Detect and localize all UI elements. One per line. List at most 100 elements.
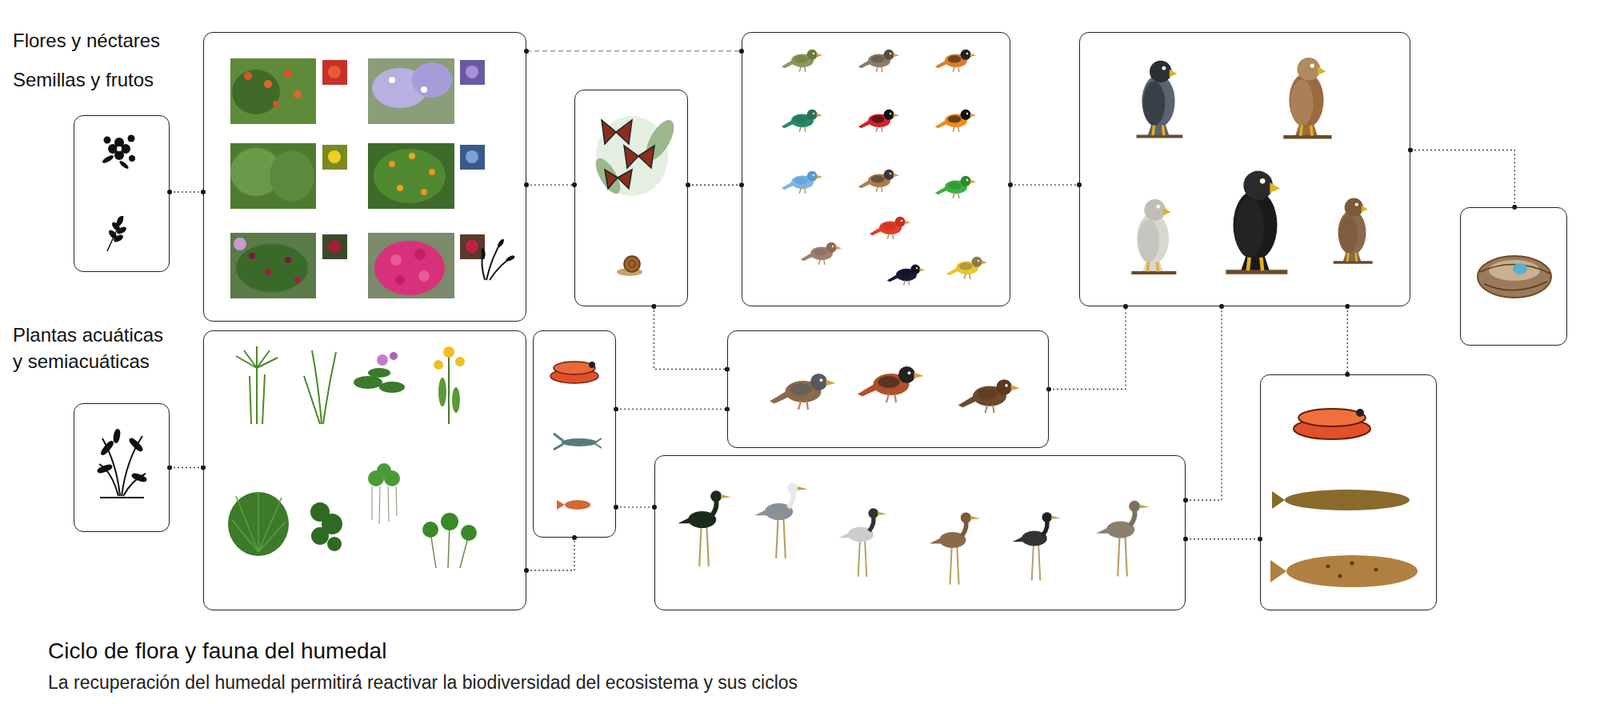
- art-ellipse: [1477, 256, 1552, 298]
- art-ellipse: [118, 160, 130, 171]
- art-rect: [230, 143, 316, 209]
- art-ellipse: [236, 244, 308, 292]
- picture-panel: [1079, 32, 1411, 307]
- art-circle: [443, 346, 455, 358]
- art-ellipse: [1284, 489, 1410, 511]
- art-circle: [465, 150, 479, 164]
- small-birds: [781, 49, 988, 286]
- picture-panel: [654, 455, 1186, 611]
- art-use: [1333, 198, 1373, 264]
- picture-panel: [741, 32, 1011, 307]
- art-circle: [108, 144, 118, 154]
- art-use: [935, 176, 976, 199]
- art-line: [258, 497, 282, 552]
- art-polygon: [1270, 560, 1287, 583]
- art-g: [232, 492, 286, 552]
- art-circle: [116, 146, 122, 152]
- art-circle: [395, 275, 405, 285]
- art-rect: [230, 58, 316, 124]
- art-use: [935, 109, 976, 132]
- art-use: [781, 109, 823, 132]
- diagram-caption: La recuperación del humedal permitirá re…: [48, 672, 798, 695]
- art-line: [262, 374, 265, 424]
- art-use: [1136, 60, 1184, 137]
- art-circle: [414, 248, 426, 260]
- wading-birds: [677, 482, 1150, 584]
- plant-photos: [230, 58, 516, 299]
- art-use: [929, 512, 980, 585]
- small-aquatic-animals: [550, 361, 602, 510]
- art-rect: [322, 60, 348, 85]
- art-line: [249, 376, 252, 424]
- group-label: Flores y néctares: [12, 28, 160, 53]
- art-g: [601, 120, 655, 189]
- art-circle: [233, 237, 247, 251]
- art-circle: [328, 240, 341, 253]
- art-g: [353, 368, 405, 393]
- art-circle: [128, 155, 136, 162]
- art-polygon: [617, 169, 632, 189]
- art-polygon: [601, 120, 616, 144]
- art-ellipse: [480, 248, 486, 259]
- picture-panel: [1260, 374, 1437, 611]
- art-line: [100, 496, 144, 499]
- art-use: [838, 508, 887, 577]
- connector: [526, 50, 742, 52]
- art-circle: [420, 188, 428, 196]
- art-circle: [389, 352, 398, 360]
- art-circle: [272, 100, 280, 108]
- reed-icon: [97, 429, 148, 498]
- art-ellipse: [353, 376, 383, 389]
- art-rect: [322, 144, 348, 170]
- art-ellipse: [1298, 408, 1366, 427]
- flower-icon: [101, 135, 136, 171]
- wheat-icon: [107, 215, 128, 252]
- art-line: [372, 486, 373, 520]
- art-ellipse: [113, 429, 121, 444]
- art-rect: [368, 143, 455, 209]
- art-line: [258, 521, 286, 552]
- connector: [1048, 306, 1126, 390]
- art-polygon: [556, 500, 565, 510]
- picture-panel: [532, 330, 616, 538]
- art-line: [256, 368, 258, 424]
- group-heading: Flores y néctaresSemillas y frutos: [12, 28, 160, 92]
- art-ellipse: [438, 377, 447, 407]
- art-rect: [230, 232, 316, 299]
- connector: [1010, 184, 1080, 185]
- art-circle: [294, 276, 301, 284]
- art-use: [935, 49, 976, 72]
- art-ellipse: [232, 69, 280, 115]
- art-line: [257, 492, 260, 552]
- art-circle: [455, 356, 465, 367]
- art-use: [1131, 199, 1176, 273]
- art-use: [858, 109, 900, 132]
- art-circle: [248, 252, 256, 260]
- art-use: [769, 373, 836, 410]
- art-circle: [293, 90, 302, 99]
- art-g: [372, 486, 397, 524]
- art-ellipse: [1286, 555, 1418, 588]
- connector: [616, 408, 728, 410]
- art-ellipse: [379, 381, 405, 393]
- art-circle: [628, 260, 636, 268]
- art-use: [781, 171, 823, 194]
- picture-panel: [574, 89, 688, 307]
- art-ellipse: [1488, 260, 1540, 281]
- connector: [526, 537, 575, 571]
- art-rect: [460, 234, 485, 260]
- art-ellipse: [1512, 263, 1528, 275]
- art-rect: [322, 234, 348, 260]
- ducks: [769, 366, 1020, 413]
- picture-panel: [203, 32, 527, 322]
- art-ellipse: [97, 464, 113, 474]
- art-rect: [368, 232, 455, 299]
- art-ellipse: [116, 225, 127, 235]
- art-ellipse: [561, 438, 597, 447]
- art-ellipse: [374, 240, 445, 296]
- art-ellipse: [101, 153, 116, 164]
- snake-and-fishes: [1270, 408, 1418, 588]
- art-polygon: [638, 145, 655, 168]
- art-use: [677, 490, 732, 567]
